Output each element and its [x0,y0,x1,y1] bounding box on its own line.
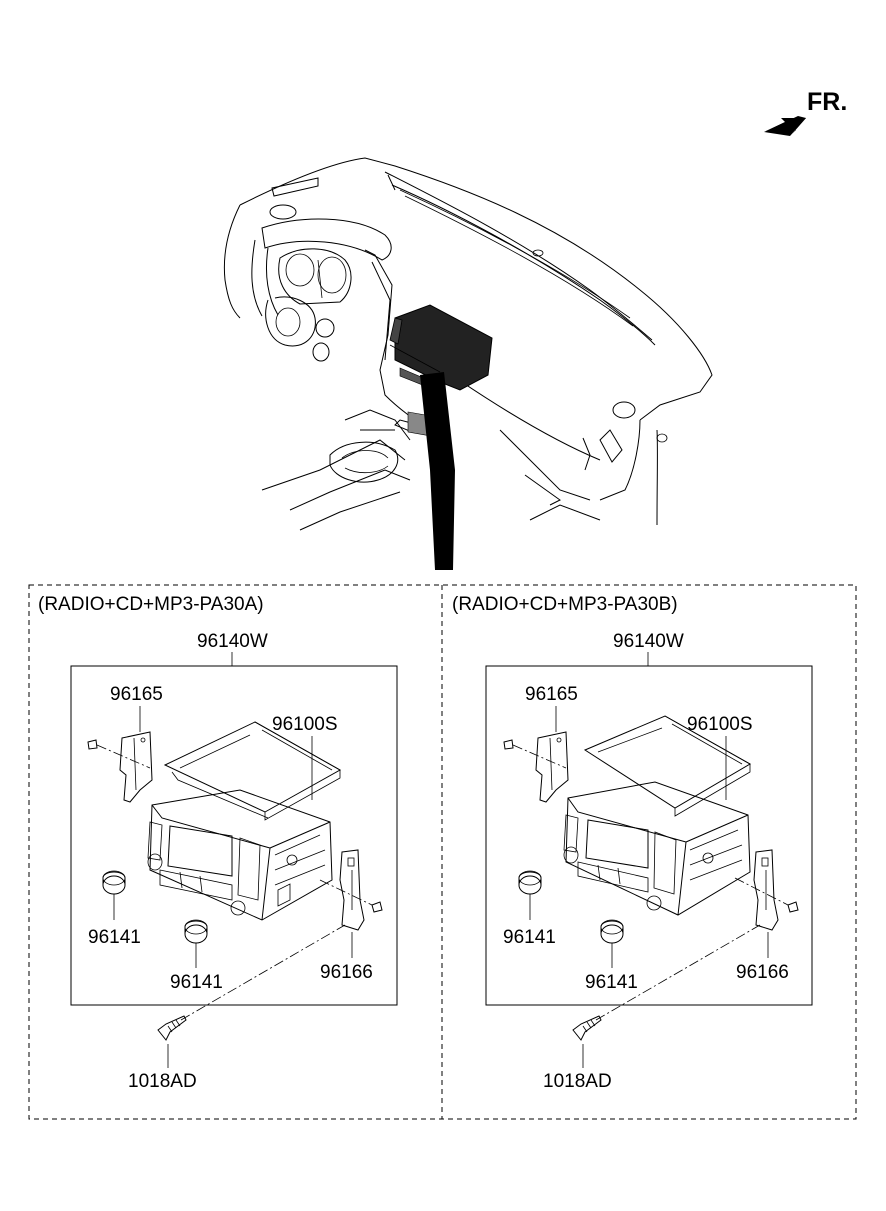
assembly-frame [70,665,398,1006]
part-96166-label: 96166 [320,962,373,983]
bracket-96166 [753,849,779,931]
part-96165-label: 96165 [525,684,578,705]
bracket-96165 [535,731,569,803]
panel-title: (RADIO+CD+MP3-PA30A) [38,594,264,615]
head-unit-96140w [565,781,751,916]
part-96100s-label: 96100S [687,714,753,735]
screw-right-icon [787,901,799,913]
part-1018ad-label: 1018AD [128,1071,197,1092]
part-1018ad-label: 1018AD [543,1071,612,1092]
head-unit-96140w [149,789,333,921]
knob-96141-left [102,870,126,895]
assembly-frame [485,665,813,1006]
screw-1018ad-icon [572,1015,602,1041]
bracket-96165 [119,731,153,803]
dashboard-overview-illustration [223,157,713,570]
screw-left-icon [503,739,514,750]
detail-pointer [420,372,455,570]
part-96165-label: 96165 [110,684,163,705]
knob-96141-left [518,870,542,895]
head-unit-screen [167,825,233,877]
assembly-code-label: 96140W [613,631,684,652]
part-96100s-label: 96100S [272,714,338,735]
knob-96141-center [184,919,208,944]
front-direction-indicator: FR. [764,88,847,136]
front-direction-label: FR. [807,88,847,116]
knob-96141-center [600,919,624,944]
part-96141-left-label: 96141 [88,927,141,948]
panel-pa30b: (RADIO+CD+MP3-PA30B) 96140W 96165 96100S… [452,594,813,1092]
head-unit-in-dashboard [394,304,493,391]
panel-title: (RADIO+CD+MP3-PA30B) [452,594,678,615]
screw-left-icon [87,739,98,750]
head-unit-screen [585,819,649,869]
part-96141-center-label: 96141 [585,972,638,993]
part-96166-label: 96166 [736,962,789,983]
bracket-96166 [339,849,365,931]
part-96141-left-label: 96141 [503,927,556,948]
screw-right-icon [371,901,383,913]
screw-1018ad-icon [157,1015,187,1041]
assembly-code-label: 96140W [197,631,268,652]
panel-pa30a: (RADIO+CD+MP3-PA30A) 96140W 96165 96100S… [38,594,398,1092]
part-96141-center-label: 96141 [170,972,223,993]
